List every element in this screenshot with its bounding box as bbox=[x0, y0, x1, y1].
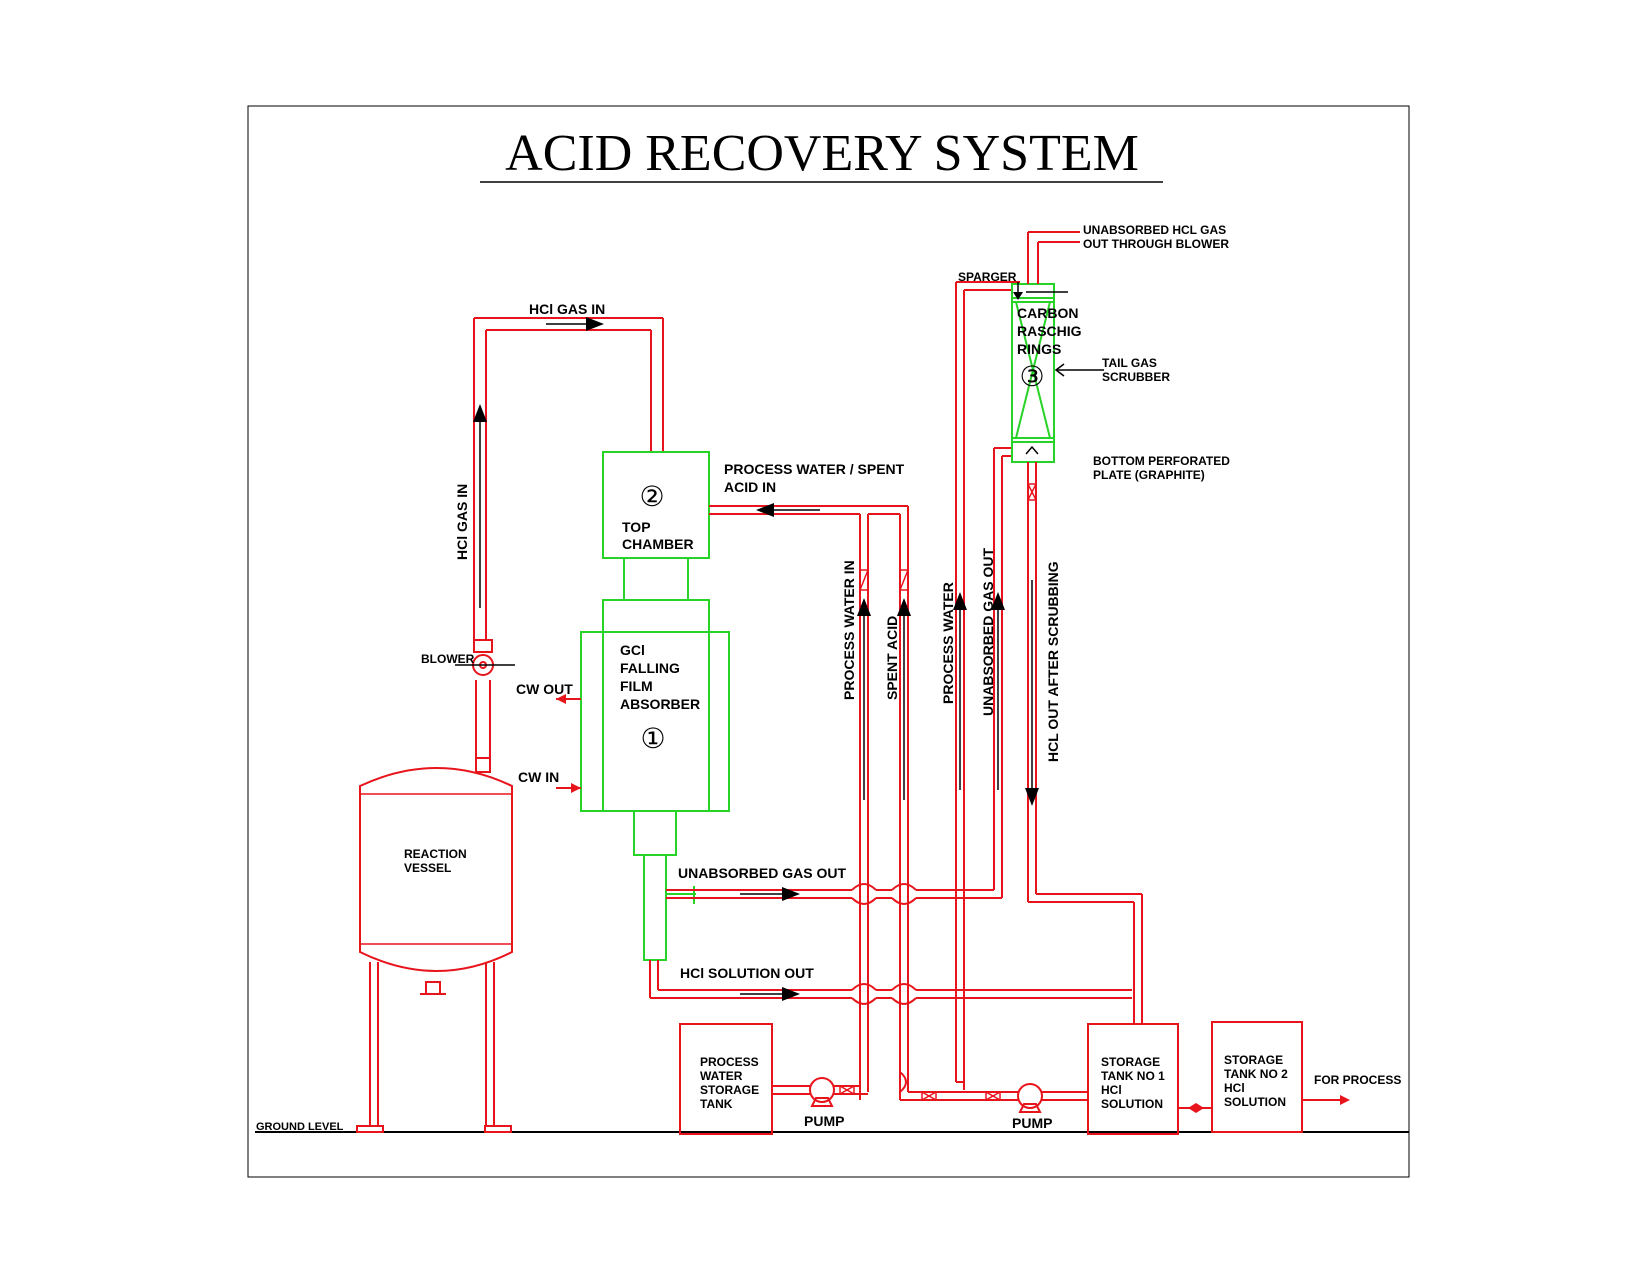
unabsorbed-gas-out-vertical-label: UNABSORBED GAS OUT bbox=[980, 548, 996, 716]
pw-tank-label-3: STORAGE bbox=[700, 1083, 759, 1097]
hcl-gas-in-vertical-label: HCl GAS IN bbox=[454, 484, 470, 560]
reaction-vessel-label-2: VESSEL bbox=[404, 861, 451, 875]
tank2-label-4: SOLUTION bbox=[1224, 1095, 1286, 1109]
process-water-up-arrow-icon bbox=[953, 592, 967, 610]
for-process-arrow-icon bbox=[1340, 1095, 1350, 1105]
hcl-gas-in-top-label: HCl GAS IN bbox=[529, 301, 605, 317]
hcl-scrubbed-down-arrow-icon bbox=[1025, 788, 1039, 806]
pw-tank-label-1: PROCESS bbox=[700, 1055, 759, 1069]
pump-1-icon bbox=[809, 1077, 835, 1103]
tank1-label-1: STORAGE bbox=[1101, 1055, 1160, 1069]
unabsorbed-hcl-gas-label-2: OUT THROUGH BLOWER bbox=[1083, 237, 1229, 251]
pw-spent-acid-in-label-1: PROCESS WATER / SPENT bbox=[724, 461, 905, 477]
cw-out-label: CW OUT bbox=[516, 681, 573, 697]
pump-2-icon bbox=[1017, 1083, 1043, 1109]
spent-acid-up-arrow-icon bbox=[897, 598, 911, 616]
tail-gas-pointer-icon bbox=[1054, 363, 1065, 377]
absorber-label-3: FILM bbox=[620, 678, 653, 694]
ground-level-label: GROUND LEVEL bbox=[256, 1121, 344, 1133]
hcl-up-arrow-icon bbox=[473, 404, 487, 422]
absorber-number: ① bbox=[640, 723, 665, 754]
process-water-scrubber-line bbox=[955, 281, 1020, 1090]
absorber-label-2: FALLING bbox=[620, 660, 680, 676]
drawing-frame bbox=[247, 105, 1410, 1178]
process-water-tank bbox=[679, 1023, 773, 1135]
pump-2-label: PUMP bbox=[1012, 1115, 1052, 1131]
process-water-in-label: PROCESS WATER IN bbox=[841, 560, 857, 700]
bottom-manifold bbox=[899, 1071, 1088, 1101]
tail-gas-label-2: SCRUBBER bbox=[1102, 370, 1170, 384]
pump-1-label: PUMP bbox=[804, 1113, 844, 1129]
blower-label: BLOWER bbox=[421, 652, 475, 666]
tail-gas-label-1: TAIL GAS bbox=[1102, 356, 1157, 370]
scrubber-label-1: CARBON bbox=[1017, 305, 1078, 321]
hcl-gas-line bbox=[455, 317, 664, 773]
sparger-icon bbox=[1013, 292, 1023, 300]
pw-left-arrow-icon bbox=[756, 503, 774, 517]
pump-1-line bbox=[772, 1085, 868, 1095]
hcl-solution-out-label: HCl SOLUTION OUT bbox=[680, 965, 814, 981]
hcl-solution-right-arrow-icon bbox=[782, 987, 800, 1001]
absorber-label-4: ABSORBER bbox=[620, 696, 700, 712]
hcl-after-scrubbing-line bbox=[1027, 462, 1143, 1024]
unabsorbed-hcl-gas-label-1: UNABSORBED HCL GAS bbox=[1083, 223, 1226, 237]
diagram-title: ACID RECOVERY SYSTEM bbox=[505, 125, 1139, 182]
bottom-plate-label-1: BOTTOM PERFORATED bbox=[1093, 454, 1230, 468]
vent-line bbox=[1027, 231, 1080, 284]
tank2-label-3: HCl bbox=[1224, 1081, 1245, 1095]
tank1-label-2: TANK NO 1 bbox=[1101, 1069, 1165, 1083]
sparger-label: SPARGER bbox=[958, 270, 1017, 284]
cw-in-label: CW IN bbox=[518, 769, 559, 785]
unabsorbed-gas-out-label: UNABSORBED GAS OUT bbox=[678, 865, 846, 881]
top-chamber-label-1: TOP bbox=[622, 519, 651, 535]
storage-tank-1 bbox=[1087, 1023, 1179, 1135]
tank1-label-3: HCl bbox=[1101, 1083, 1122, 1097]
pw-spent-acid-in-label-2: ACID IN bbox=[724, 479, 776, 495]
tank2-label-2: TANK NO 2 bbox=[1224, 1067, 1288, 1081]
pw-tank-label-4: TANK bbox=[700, 1097, 733, 1111]
bottom-plate bbox=[1011, 441, 1055, 463]
storage-tank-2 bbox=[1211, 1021, 1303, 1133]
unabsorbed-up-arrow-icon bbox=[991, 592, 1005, 610]
absorber-label-1: GCl bbox=[620, 642, 645, 658]
unabsorbed-right-arrow-icon bbox=[782, 887, 800, 901]
scrubber-label-3: RINGS bbox=[1017, 341, 1061, 357]
tank1-label-4: SOLUTION bbox=[1101, 1097, 1163, 1111]
pw-up-arrow-icon bbox=[857, 598, 871, 616]
tank2-label-1: STORAGE bbox=[1224, 1053, 1283, 1067]
hcl-right-arrow-icon bbox=[586, 317, 604, 331]
bottom-plate-label-2: PLATE (GRAPHITE) bbox=[1093, 468, 1205, 482]
reaction-vessel bbox=[356, 767, 513, 1133]
pw-tank-label-2: WATER bbox=[700, 1069, 743, 1083]
hcl-solution-line bbox=[649, 960, 1132, 1005]
spent-acid-label: SPENT ACID bbox=[884, 616, 900, 700]
scrubber-label-2: RASCHIG bbox=[1017, 323, 1082, 339]
reaction-vessel-label-1: REACTION bbox=[404, 847, 467, 861]
for-process-label: FOR PROCESS bbox=[1314, 1073, 1401, 1087]
scrubber-number: ③ bbox=[1019, 361, 1044, 392]
top-chamber-number: ② bbox=[639, 481, 664, 512]
process-water-spent-acid-line bbox=[709, 505, 909, 1100]
process-water-label: PROCESS WATER bbox=[940, 582, 956, 704]
top-chamber-label-2: CHAMBER bbox=[622, 536, 694, 552]
hcl-out-after-scrubbing-label: HCL OUT AFTER SCRUBBING bbox=[1045, 561, 1061, 762]
